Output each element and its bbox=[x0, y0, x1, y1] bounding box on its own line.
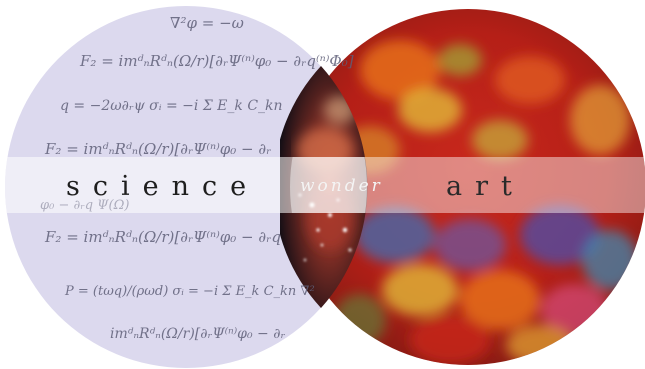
equation-text: F₂ = imᵈₙRᵈₙ(Ω/r)[∂ᵣΨ⁽ⁿ⁾φ₀ − ∂ᵣq bbox=[45, 228, 281, 246]
wonder-label: wonder bbox=[300, 176, 383, 196]
equation-text: imᵈₙRᵈₙ(Ω/r)[∂ᵣΨ⁽ⁿ⁾φ₀ − ∂ᵣ bbox=[110, 326, 286, 342]
art-band bbox=[290, 157, 645, 213]
art-label: art bbox=[446, 171, 525, 202]
equation-text: P = (tωq)/(ρωd) σᵢ = −i Σ E_k C_kn ∇² bbox=[65, 284, 315, 299]
equation-text: ∇²φ = −ω bbox=[170, 14, 244, 32]
equation-text: φ₀ − ∂ᵣq Ψ(Ω) bbox=[40, 198, 130, 213]
science-band bbox=[5, 157, 367, 213]
equation-text: q = −2ω∂ᵣψ σᵢ = −i Σ E_k C_kn bbox=[60, 98, 283, 114]
science-label: science bbox=[66, 171, 260, 202]
equation-text: F₂ = imᵈₙRᵈₙ(Ω/r)[∂ᵣΨ⁽ⁿ⁾φ₀ − ∂ᵣ bbox=[45, 140, 272, 158]
equation-text: F₂ = imᵈₙRᵈₙ(Ω/r)[∂ᵣΨ⁽ⁿ⁾φ₀ − ∂ᵣq⁽ⁿ⁾Φ₀] bbox=[80, 52, 354, 70]
